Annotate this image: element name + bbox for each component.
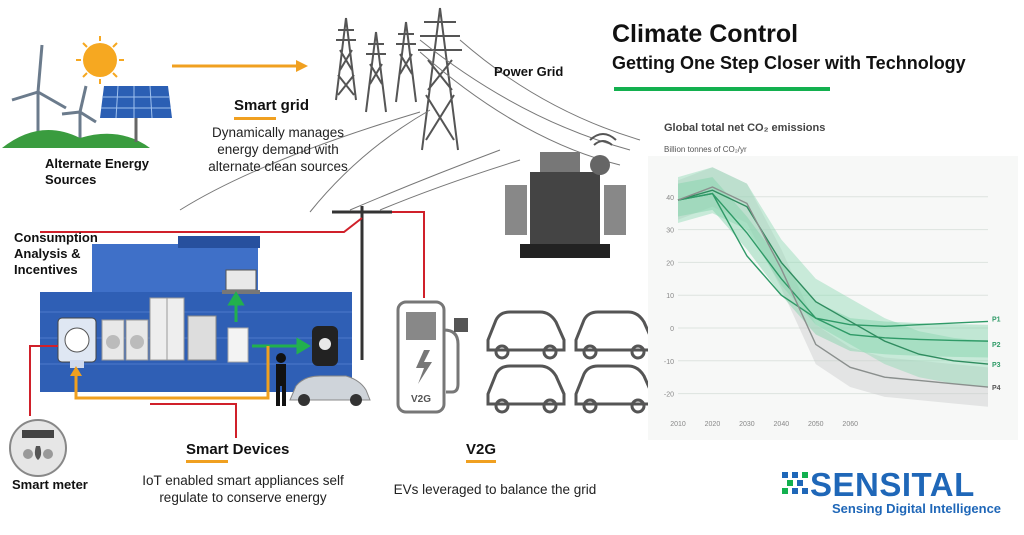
brand-tagline: Sensing Digital Intelligence [832, 501, 1002, 516]
chart-band-p3 [678, 167, 988, 388]
green-arrow-icon [227, 291, 311, 355]
chart-x-tick-label: 2040 [774, 421, 790, 428]
chart-series-label: P1 [992, 316, 1001, 323]
consumption-line3: Incentives [14, 262, 78, 277]
alternate-energy-line2: Sources [45, 172, 97, 187]
page-title: Climate Control [612, 20, 799, 48]
v2g-underline [466, 460, 496, 463]
smart-grid-line3: alternate clean sources [208, 159, 348, 174]
chart-background [648, 156, 1018, 440]
chart-x-tick-label: 2060 [842, 421, 858, 428]
chart-y-tick-label: 20 [666, 260, 674, 267]
alternate-energy-line1: Alternate Energy [45, 156, 150, 171]
person-icon [276, 353, 286, 406]
smart-meter-icon [9, 419, 67, 477]
transformer-icon [505, 152, 626, 258]
page-subtitle: Getting One Step Closer with Technology [612, 53, 966, 73]
chart-y-tick-label: 10 [666, 293, 674, 300]
v2g-badge: V2G [411, 394, 431, 405]
meter-icon [57, 317, 97, 368]
v2g-heading: V2G [466, 441, 497, 458]
wifi-icon [589, 133, 617, 146]
smart-grid-description: Dynamically manages energy demand with a… [196, 124, 360, 175]
consumption-line2: Analysis & [14, 246, 81, 261]
chart-x-tick-label: 2050 [808, 421, 824, 428]
alternate-energy-label: Alternate Energy Sources [45, 156, 149, 188]
v2g-description: EVs leveraged to balance the grid [393, 482, 597, 497]
chart-x-tick-label: 2020 [705, 421, 721, 428]
chart-y-tick-label: -10 [664, 359, 674, 366]
smart-devices-line1: IoT enabled smart appliances self [142, 473, 344, 488]
chart-series-label: P4 [992, 385, 1001, 392]
title-underline [614, 87, 830, 91]
chart-series-label: P3 [992, 362, 1001, 369]
chart-line-p3 [677, 189, 989, 365]
chart-title: Global total net CO₂ emissions [664, 122, 826, 134]
chart-line-p4 [677, 186, 989, 388]
arrow-icon [172, 60, 308, 72]
hills-icon [2, 130, 150, 148]
chart-line-p2 [677, 192, 989, 342]
consumption-line1: Consumption [14, 230, 98, 245]
chart-y-tick-label: 0 [670, 326, 674, 333]
chart-line-p1 [677, 192, 989, 328]
smart-meter-label: Smart meter [12, 477, 88, 492]
chart-y-tick-label: 30 [666, 228, 674, 235]
chart-x-tick-label: 2010 [670, 421, 686, 428]
sensital-logo-icon [782, 472, 808, 494]
smart-grid-line1: Dynamically manages [211, 125, 345, 140]
red-wire [29, 211, 425, 438]
car-icon [289, 375, 371, 406]
appliances-icon [101, 269, 260, 363]
ev-car-icon [486, 310, 654, 414]
solar-panel-icon [100, 85, 172, 142]
chart-y-tick-label: 40 [666, 195, 674, 202]
orange-wire [70, 346, 270, 400]
smart-grid-line2: energy demand with [217, 142, 339, 157]
consumption-label: Consumption Analysis & Incentives [14, 230, 98, 278]
chart-x-tick-label: 2030 [739, 421, 755, 428]
wind-turbine-icon [11, 44, 97, 142]
transmission-tower-icon [335, 7, 462, 151]
smart-devices-description: IoT enabled smart appliances self regula… [124, 472, 362, 506]
chart-band-p4 [678, 167, 988, 407]
ev-charger-icon [312, 326, 338, 366]
smart-devices-heading: Smart Devices [186, 441, 290, 458]
smart-devices-underline [186, 460, 228, 463]
sun-icon [83, 43, 117, 77]
v2g-station-icon [396, 300, 468, 414]
smart-grid-heading: Smart grid [234, 97, 310, 114]
chart-series-label: P2 [992, 342, 1001, 349]
utility-pole-icon [332, 206, 392, 360]
smart-devices-line2: regulate to conserve energy [159, 490, 327, 505]
brand-name: SENSITAL [810, 466, 975, 503]
power-grid-label: Power Grid [494, 64, 564, 79]
smart-grid-underline [234, 117, 276, 120]
chart-y-tick-label: -20 [664, 392, 674, 399]
chart-ylabel: Billion tonnes of CO₂/yr [664, 145, 747, 154]
